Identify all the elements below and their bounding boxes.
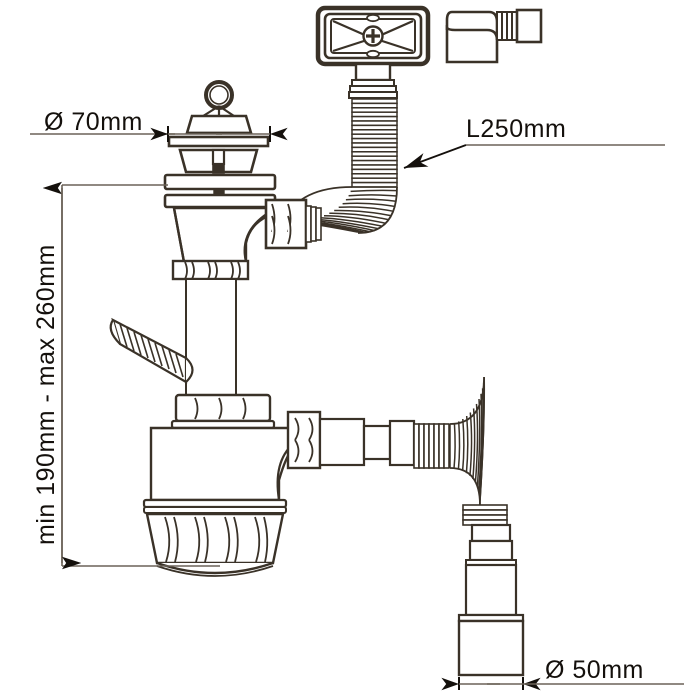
telescopic-stepped-outlet [457,523,525,677]
bottle-trap-bowl [142,426,295,514]
overflow-connector-nut [264,198,322,250]
trap-riser-tube [185,278,237,396]
dimension-strainer-diameter: Ø 70mm [30,108,288,142]
overflow-plate-neck [348,62,398,99]
dimension-outlet-diameter: Ø 50mm [441,656,684,691]
dimension-trap-height: min 190mm - max 260mm [32,181,220,570]
ring-pull-handle [199,80,238,119]
appliance-inlet-spigot [109,317,194,384]
overflow-cover-plate [315,5,431,67]
dimension-label-trap-height: min 190mm - max 260mm [32,244,60,545]
strainer-upper-flange [167,135,270,148]
strainer-basket [178,148,259,174]
overflow-plate-bottom-boss [366,49,380,59]
dimension-label-overflow-hose-length: L250mm [466,115,566,143]
dimension-label-outlet-diameter: Ø 50mm [545,656,644,684]
upper-knurled-nut [171,259,250,281]
dimension-overflow-hose-length: L250mm [403,115,665,169]
elbow-adapter-fitting [445,8,543,64]
sink-plug [185,114,253,135]
outlet-knurled-nut [286,410,322,470]
flexible-corrugated-waste-pipe [413,376,508,526]
dimension-label-strainer-diameter: Ø 70mm [44,108,143,136]
overflow-cross-screw [362,25,384,47]
straight-outlet-pipe [318,417,416,467]
overflow-plate-top-boss [366,13,380,23]
lower-knurled-nut [170,393,276,430]
